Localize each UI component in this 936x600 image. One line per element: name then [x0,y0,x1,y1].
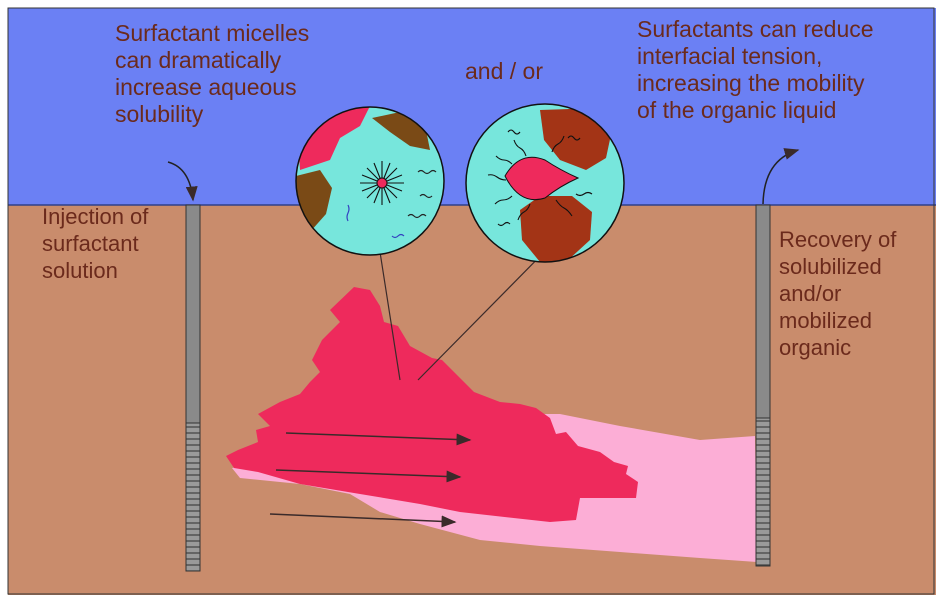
micelle-magnified-view [296,106,444,255]
and-or-caption: and / or [465,58,543,85]
injection-well [186,205,200,571]
recovery-well-caption: Recovery of solubilized and/or mobilized… [779,226,896,361]
injection-well-screen [186,423,200,571]
recovery-well [756,205,770,566]
mobilization-magnified-view [466,104,624,262]
recovery-well-screen [756,418,770,566]
injection-well-caption: Injection of surfactant solution [42,203,148,284]
micelle-solubility-caption: Surfactant micelles can dramatically inc… [115,20,309,128]
interfacial-tension-caption: Surfactants can reduce interfacial tensi… [637,16,874,124]
